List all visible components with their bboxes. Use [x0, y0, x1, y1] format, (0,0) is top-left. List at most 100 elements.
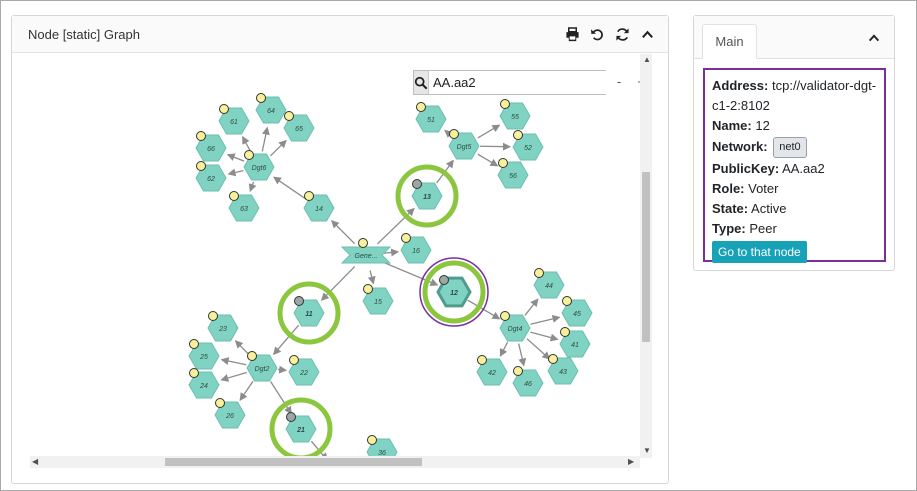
graph-node-45[interactable]: 45: [561, 296, 593, 327]
graph-node-label: 55: [511, 114, 519, 121]
horizontal-scrollbar[interactable]: ◀ ▶: [30, 456, 640, 468]
graph-edge: [477, 153, 499, 167]
name-label: Name:: [712, 118, 752, 133]
search-input[interactable]: [429, 71, 613, 94]
graph-node-15[interactable]: 15: [362, 284, 394, 315]
chevron-up-icon[interactable]: [866, 30, 882, 46]
address-value: tcp://validator-dgt-c1-2:8102: [712, 78, 877, 113]
undo-icon[interactable]: [588, 25, 606, 43]
graph-node-66[interactable]: 66: [195, 131, 227, 162]
hexagon-node-shape: [561, 299, 593, 327]
hexagon-node-shape: [499, 314, 531, 342]
graph-node-label: 13: [423, 194, 431, 201]
scroll-up-arrow-icon[interactable]: ▲: [643, 55, 651, 64]
graph-node-label: 56: [509, 173, 517, 180]
graph-node-52[interactable]: 52: [512, 130, 544, 161]
hexagon-node-shape: [559, 330, 591, 358]
graph-node-42[interactable]: 42: [476, 355, 508, 386]
vertical-scroll-thumb[interactable]: [642, 172, 650, 342]
search-button[interactable]: [414, 71, 429, 94]
name-row: Name: 12: [712, 116, 877, 136]
graph-edge: [261, 126, 270, 152]
graph-node-41[interactable]: 41: [559, 327, 591, 358]
graph-node-26[interactable]: 26: [214, 398, 246, 429]
graph-node-16[interactable]: 16: [400, 233, 432, 264]
graph-node-label: 23: [218, 326, 227, 333]
graph-node-64[interactable]: 64: [255, 93, 287, 124]
graph-node-62[interactable]: 62: [195, 161, 227, 192]
graph-node-11[interactable]: 11: [293, 296, 325, 327]
node-status-dot: [247, 351, 257, 361]
node-status-dot: [363, 284, 373, 294]
graph-node-label: 36: [378, 450, 386, 456]
publickey-row: PublicKey: AA.aa2: [712, 159, 877, 179]
hexagon-node-shape: [362, 287, 394, 315]
graph-node-label: 25: [199, 354, 208, 361]
graph-node-22[interactable]: 22: [288, 355, 320, 386]
graph-node-23[interactable]: 23: [207, 311, 239, 342]
graph-node-label: 64: [267, 108, 275, 115]
graph-node-56[interactable]: 56: [497, 158, 529, 189]
graph-node-label: Gene...: [355, 253, 378, 260]
zoom-out-button[interactable]: -: [616, 74, 622, 89]
hexagon-node-shape: [547, 357, 579, 385]
node-status-dot: [219, 104, 229, 114]
graph-node-12[interactable]: 12: [436, 275, 472, 308]
graph-node-51[interactable]: 51: [415, 102, 447, 133]
graph-node-dgt6[interactable]: Dgt6: [243, 150, 275, 181]
graph-node-36[interactable]: 36: [366, 435, 398, 457]
hexagon-node-shape: [285, 415, 317, 443]
horizontal-scroll-thumb[interactable]: [165, 458, 422, 466]
hexagon-node-shape: [195, 134, 227, 162]
network-badge[interactable]: net0: [773, 137, 807, 159]
graph-node-25[interactable]: 25: [188, 339, 220, 370]
graph-node-44[interactable]: 44: [533, 268, 565, 299]
graph-node-label: 43: [559, 369, 567, 376]
scroll-down-arrow-icon[interactable]: ▼: [643, 446, 651, 455]
role-value: Voter: [748, 181, 779, 197]
graph-edge: [273, 176, 307, 200]
graph-node-label: 44: [545, 283, 553, 290]
graph-node-label: 52: [524, 145, 532, 152]
scroll-left-arrow-icon[interactable]: ◀: [32, 457, 39, 466]
graph-node-24[interactable]: 24: [188, 368, 220, 399]
print-icon[interactable]: [563, 25, 581, 43]
node-status-dot: [498, 158, 508, 168]
genesis-node-shape: [340, 246, 392, 264]
graph-node-14[interactable]: 14: [303, 191, 335, 222]
refresh-icon[interactable]: [613, 25, 631, 43]
graph-node-label: 14: [315, 206, 323, 213]
hexagon-node-shape: [476, 358, 508, 386]
scroll-right-arrow-icon[interactable]: ▶: [628, 457, 635, 466]
go-to-node-button[interactable]: Go to that node: [712, 241, 807, 264]
graph-node-43[interactable]: 43: [547, 354, 579, 385]
node-status-dot: [289, 355, 299, 365]
graph-node-label: 66: [207, 146, 215, 153]
node-details: Address: tcp://validator-dgt-c1-2:8102 N…: [703, 68, 886, 264]
hexagon-node-shape: [411, 182, 443, 210]
graph-node-65[interactable]: 65: [283, 111, 315, 142]
vertical-scrollbar[interactable]: ▲ ▼: [640, 54, 652, 458]
chevron-up-icon[interactable]: [638, 25, 656, 43]
graph-node-46[interactable]: 46: [512, 366, 544, 397]
type-value: Peer: [749, 221, 777, 237]
tab-main[interactable]: Main: [702, 24, 757, 59]
graph-node-63[interactable]: 63: [228, 191, 260, 222]
graph-node-label: 46: [524, 381, 532, 388]
graph-node-dgt2[interactable]: Dgt2: [246, 351, 278, 382]
graph-node-label: 41: [571, 342, 579, 349]
graph-node-55[interactable]: 55: [499, 99, 531, 130]
hexagon-node-shape: [512, 133, 544, 161]
graph-node-gene[interactable]: Gene...: [340, 238, 392, 264]
graph-node-dgt5[interactable]: Dgt5: [448, 129, 480, 160]
graph-node-21[interactable]: 21: [285, 412, 317, 443]
graph-node-61[interactable]: 61: [218, 104, 250, 135]
graph-edge: [530, 314, 561, 325]
graph-node-label: 61: [230, 119, 238, 126]
graph-node-dgt4[interactable]: Dgt4: [499, 311, 531, 342]
node-status-dot: [256, 93, 266, 103]
hexagon-node-shape: [207, 314, 239, 342]
graph-node-13[interactable]: 13: [411, 179, 443, 210]
